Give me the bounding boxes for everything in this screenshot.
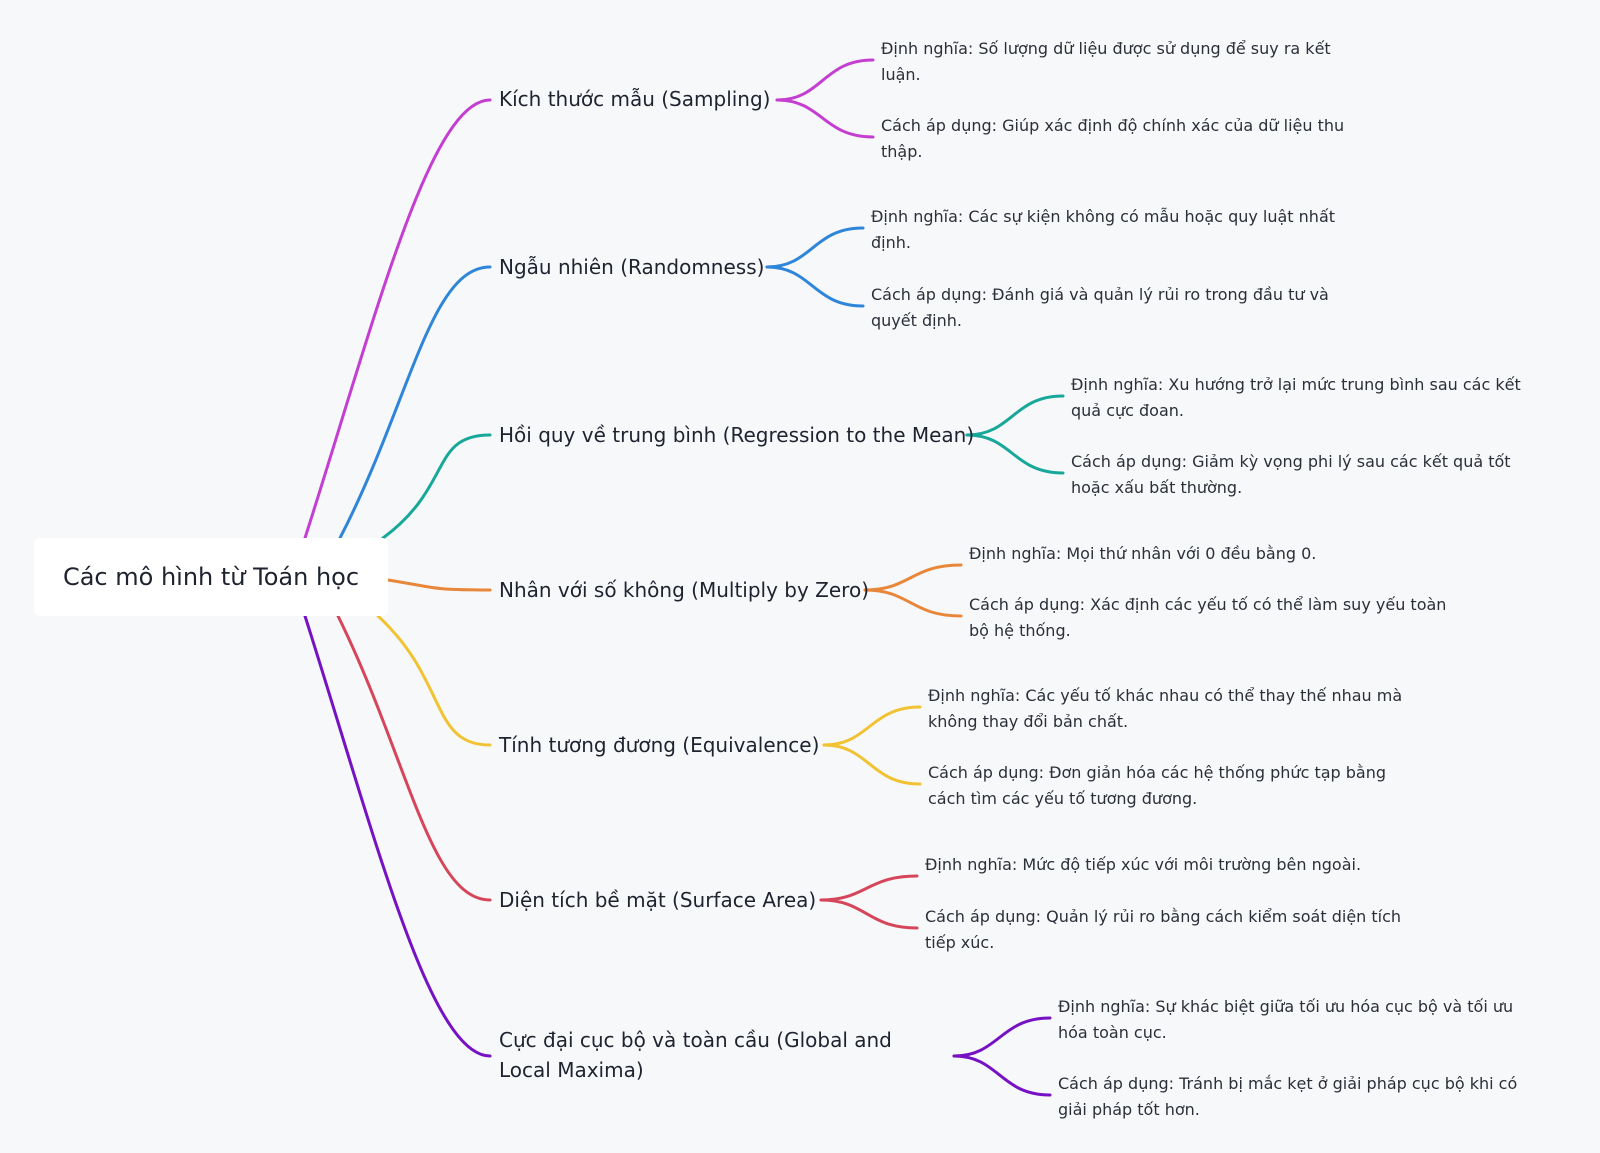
leaf-connector-4-1 [863, 563, 963, 592]
leaf-connector-3-2 [965, 433, 1065, 475]
leaf-node-1-2[interactable]: Cách áp dụng: Giúp xác định độ chính xác… [881, 116, 1345, 161]
leaf-node-5-2[interactable]: Cách áp dụng: Đơn giản hóa các hệ thống … [928, 763, 1387, 808]
leaf-connector-1-2 [775, 98, 875, 139]
root-label: Các mô hình từ Toán học [62, 563, 360, 591]
branch-label-3[interactable]: Hồi quy về trung bình (Regression to the… [499, 423, 975, 447]
root-connector-3 [381, 433, 492, 540]
root-connector-6 [336, 614, 492, 902]
leaf-connector-2-2 [765, 265, 865, 308]
leaf-connector-3-1 [965, 394, 1065, 437]
root-node[interactable]: Các mô hình từ Toán học [34, 538, 388, 616]
leaf-node-7-1[interactable]: Định nghĩa: Sự khác biệt giữa tối ưu hóa… [1058, 997, 1514, 1042]
leaf-node-7-2[interactable]: Cách áp dụng: Tránh bị mắc kẹt ở giải ph… [1058, 1074, 1518, 1119]
root-connector-4 [386, 578, 492, 592]
branch-label-4[interactable]: Nhân với số không (Multiply by Zero) [499, 578, 869, 602]
branch-label-1[interactable]: Kích thước mẫu (Sampling) [499, 87, 771, 111]
leaf-connector-5-2 [822, 743, 922, 786]
root-connector-1 [303, 98, 492, 540]
leaf-node-2-1[interactable]: Định nghĩa: Các sự kiện không có mẫu hoặ… [871, 207, 1336, 252]
leaf-connector-6-1 [819, 874, 919, 902]
leaf-node-4-2[interactable]: Cách áp dụng: Xác định các yếu tố có thể… [969, 595, 1447, 640]
leaf-node-6-1[interactable]: Định nghĩa: Mức độ tiếp xúc với môi trườ… [925, 855, 1362, 874]
leaf-node-3-2[interactable]: Cách áp dụng: Giảm kỳ vọng phi lý sau cá… [1071, 452, 1511, 497]
leaf-node-3-1[interactable]: Định nghĩa: Xu hướng trở lại mức trung b… [1071, 375, 1521, 420]
leaf-connector-5-1 [822, 705, 922, 747]
leaf-node-6-2[interactable]: Cách áp dụng: Quản lý rủi ro bằng cách k… [925, 907, 1402, 952]
leaf-connector-7-1 [952, 1016, 1052, 1058]
leaf-node-1-1[interactable]: Định nghĩa: Số lượng dữ liệu được sử dụn… [881, 39, 1331, 84]
leaf-connector-7-2 [952, 1054, 1052, 1097]
leaf-connector-6-2 [819, 898, 919, 930]
leaf-node-2-2[interactable]: Cách áp dụng: Đánh giá và quản lý rủi ro… [871, 285, 1329, 330]
leaf-connector-2-1 [765, 226, 865, 269]
root-connector-2 [338, 265, 492, 540]
leaf-connector-1-1 [775, 58, 875, 102]
branch-label-2[interactable]: Ngẫu nhiên (Randomness) [499, 255, 765, 279]
branch-label-7[interactable]: Cực đại cục bộ và toàn cầu (Global and L… [499, 1028, 892, 1082]
root-connector-7 [303, 614, 492, 1058]
root-connector-5 [376, 614, 492, 747]
leaf-node-4-1[interactable]: Định nghĩa: Mọi thứ nhân với 0 đều bằng … [969, 544, 1317, 563]
leaf-connector-4-2 [863, 588, 963, 618]
branch-label-5[interactable]: Tính tương đương (Equivalence) [499, 733, 820, 757]
leaf-node-5-1[interactable]: Định nghĩa: Các yếu tố khác nhau có thể … [928, 686, 1403, 731]
branch-label-6[interactable]: Diện tích bề mặt (Surface Area) [499, 888, 817, 912]
